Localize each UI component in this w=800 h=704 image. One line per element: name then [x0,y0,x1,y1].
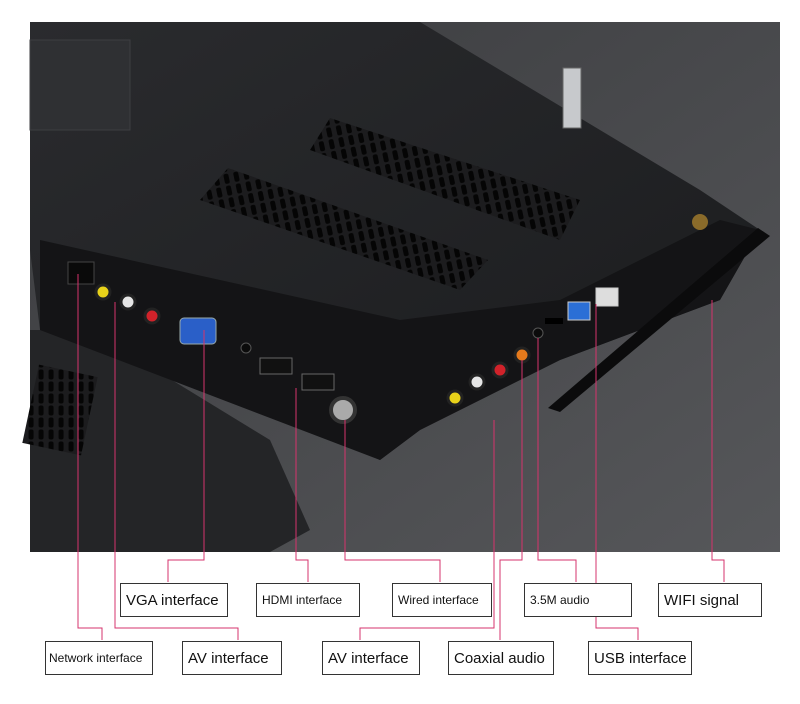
usb-port-blue [567,301,591,321]
av-red-jack [143,307,161,325]
label-network: Network interface [45,641,153,675]
vent-middle [200,168,488,290]
av-yellow-jack-2 [446,389,464,407]
line-av-right [359,420,495,640]
audio-jack-left [240,342,252,354]
vent-top [310,118,580,240]
av-white-jack [119,293,137,311]
vga-port [179,317,217,345]
card-slot [545,318,563,324]
av-yellow-jack [94,283,112,301]
label-av-left: AV interface [182,641,282,675]
tv-stand [30,330,310,552]
label-wifi: WIFI signal [658,583,762,617]
line-av-left [114,302,239,640]
av-white-jack-2 [468,373,486,391]
label-coaxial: Coaxial audio [448,641,554,675]
label-wired: Wired interface [392,583,492,617]
coaxial-audio-jack [513,346,531,364]
rating-sticker [29,39,131,131]
label-vga: VGA interface [120,583,228,617]
audio-35-jack [532,327,544,339]
stand-bolt [562,67,582,129]
label-hdmi: HDMI interface [256,583,360,617]
label-usb: USB interface [588,641,692,675]
line-vga [167,330,205,582]
av-red-jack-2 [491,361,509,379]
line-coaxial [499,360,523,640]
hdmi-port-1 [259,357,293,375]
line-network [77,274,103,640]
network-port [67,261,95,285]
label-av-right: AV interface [322,641,420,675]
line-audio35 [537,338,577,582]
line-hdmi [295,388,309,582]
stand-vent [22,364,98,456]
hdmi-port-2 [301,373,335,391]
coax-rf-port [329,396,357,424]
wifi-antenna [548,228,770,412]
usb-port-white [595,287,619,307]
port-strip [40,220,760,460]
callout-lines [77,274,725,640]
label-audio35: 3.5M audio [524,583,632,617]
antenna-base [692,214,708,230]
line-usb [595,304,639,640]
line-wired [344,420,441,582]
line-wifi [711,300,725,582]
